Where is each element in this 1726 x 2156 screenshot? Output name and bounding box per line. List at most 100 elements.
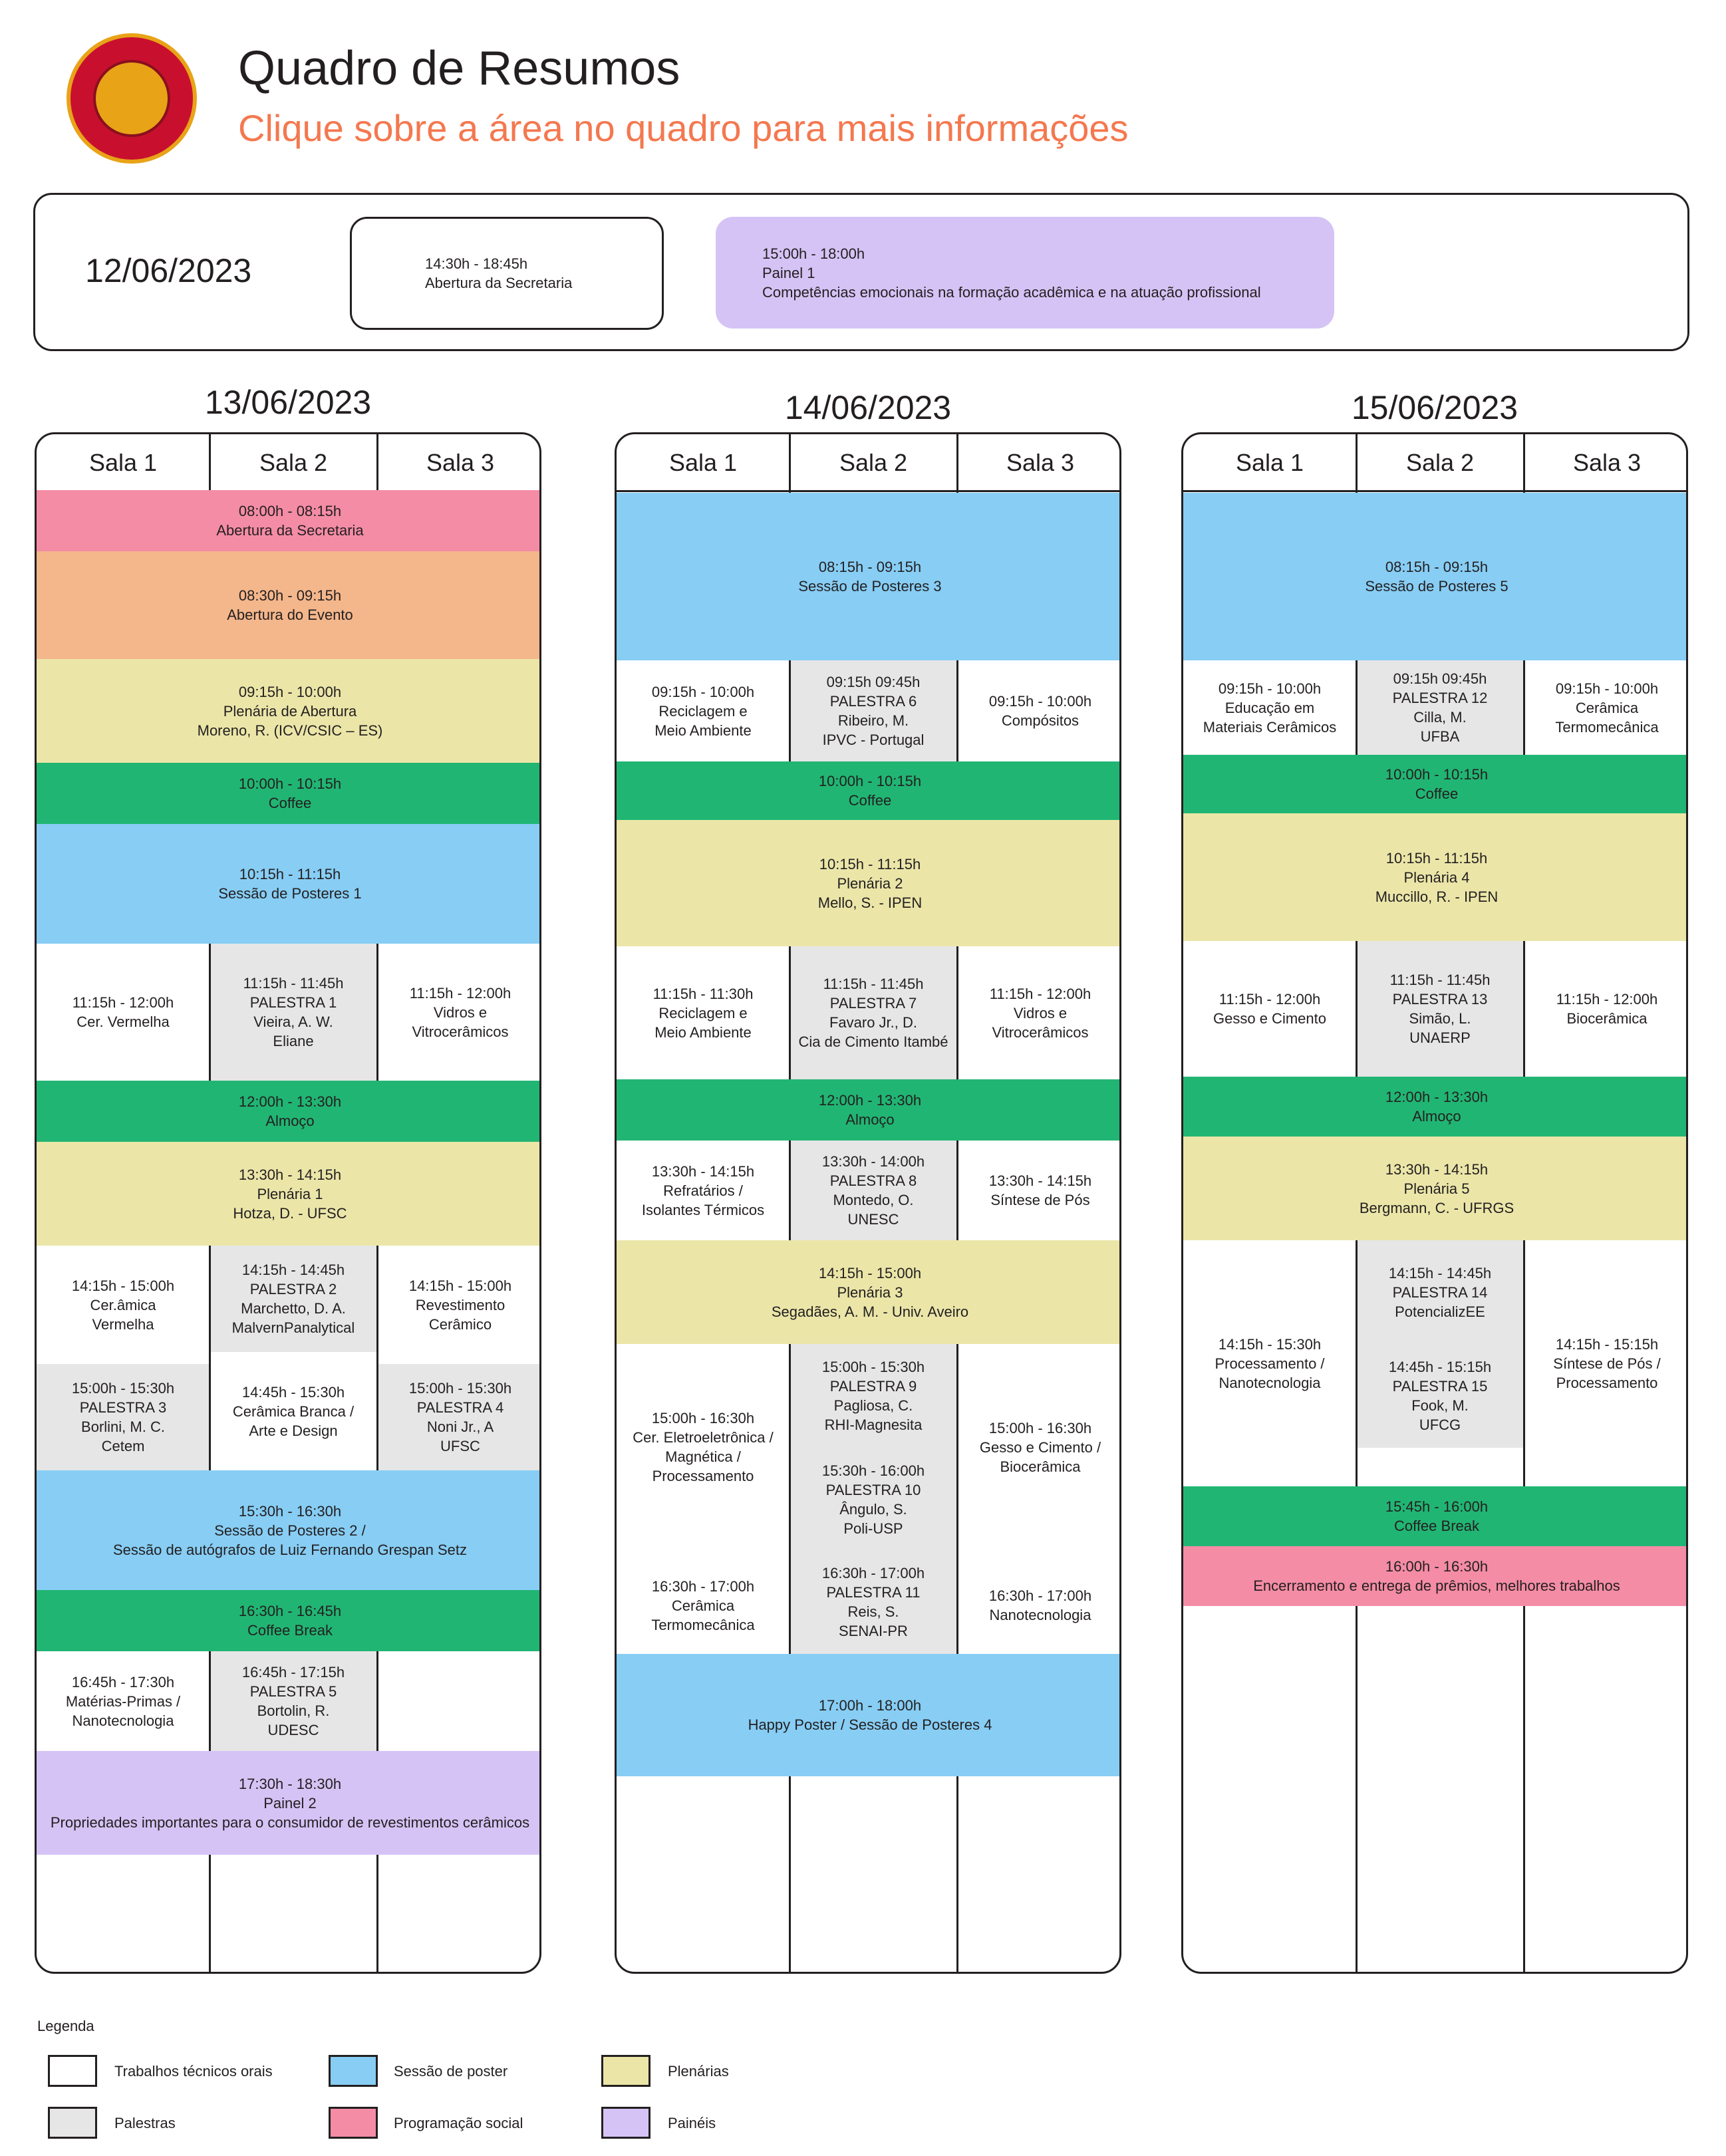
legend-label-plenarias: Plenárias [668,2063,729,2080]
block-line: 09:15h - 10:00h [1218,680,1322,697]
room-header-sala-2: Sala 2 [1405,449,1475,476]
header-divider [1183,490,1686,492]
legend-label-sessao-de-poster: Sessão de poster [394,2063,508,2080]
block-line: Biocerâmica [1566,1010,1648,1027]
block-line: SENAI-PR [839,1623,908,1639]
block-line: UFSC [440,1438,480,1454]
block-line: PotencializEE [1395,1303,1485,1320]
day-12-secretaria-block[interactable]: 14:30h - 18:45h Abertura da Secretaria [350,217,664,330]
block-line: 15:30h - 16:30h [238,1502,342,1520]
block-line: 09:15h - 10:00h [988,693,1092,710]
block-line: Ângulo, S. [839,1501,907,1518]
block-line: Isolantes Térmicos [641,1201,765,1218]
block-line: 15:00h - 15:30h [821,1359,925,1375]
block-line: Cerâmica [1575,699,1639,716]
block-line: Eliane [273,1033,314,1049]
block-line: 12:00h - 13:30h [1385,1089,1489,1105]
block-line: Cia de Cimento Itambé [798,1033,948,1050]
column-divider [956,434,958,1972]
block-line: 10:15h - 11:15h [1385,849,1488,867]
block-line: 11:15h - 11:45h [243,975,344,992]
block-line: Bergmann, C. - UFRGS [1359,1199,1514,1216]
page-subtitle: Clique sobre a área no quadro para mais … [238,107,1129,149]
block-line: 09:15h - 10:00h [1555,680,1659,697]
block-line: UFCG [1419,1416,1461,1433]
block-line: Plenária de Abertura [223,702,357,720]
block-line: 09:15h - 10:00h [238,683,342,700]
block-line: 08:15h - 09:15h [818,559,922,575]
day-12-painel-block[interactable]: 15:00h - 18:00h Painel 1 Competências em… [716,217,1334,329]
flame-emblem-icon [93,60,170,137]
block-line: 14:15h - 14:45h [1388,1264,1492,1281]
block-line: Almoço [265,1113,315,1129]
block-line: IPVC - Portugal [822,732,925,748]
block-line: Pagliosa, C. [833,1397,913,1414]
block-line: Poli-USP [843,1520,903,1537]
block-line: Nanotecnologia [989,1607,1091,1623]
block-line: 13:30h - 14:00h [821,1153,925,1170]
block-line: 11:15h - 11:45h [1389,972,1491,988]
block-line: Sessão de Posteres 5 [1365,578,1509,595]
